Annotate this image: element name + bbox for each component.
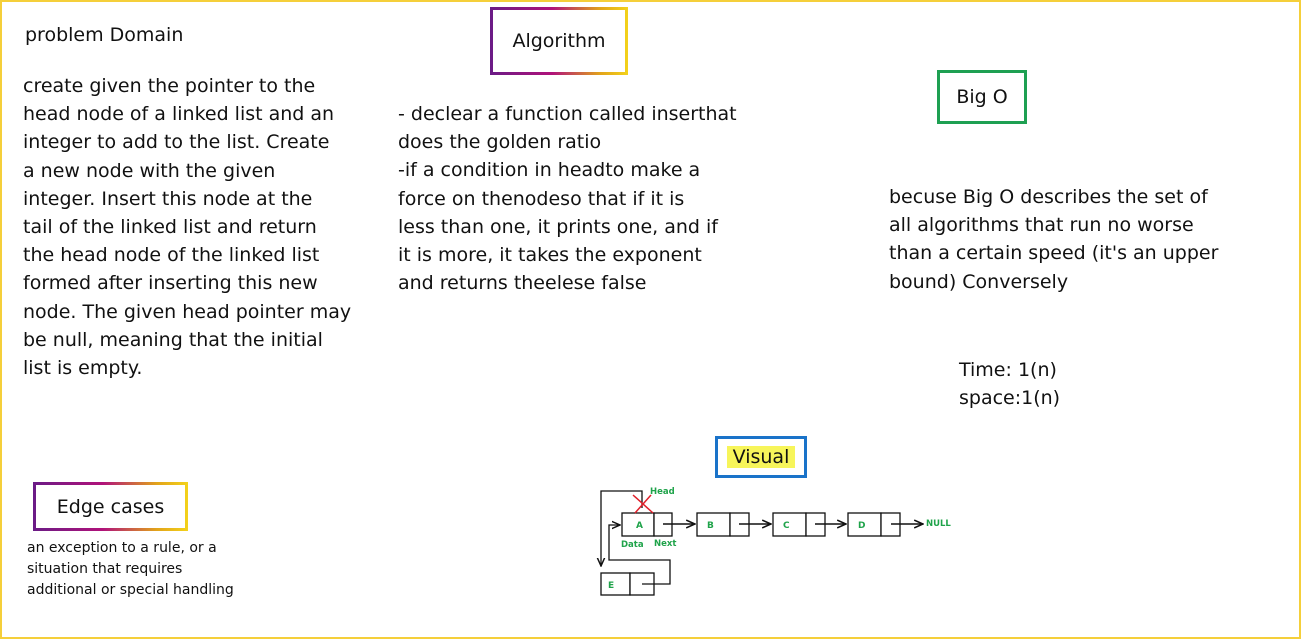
text-line: formed after inserting this new [23, 272, 318, 295]
node-label: E [608, 581, 614, 591]
problem-domain-heading: problem Domain [25, 24, 184, 46]
problem-domain-text: create given the pointer to the head nod… [23, 72, 351, 382]
algorithm-text: - declear a function called inserthat do… [398, 100, 737, 297]
big-o-title-box: Big O [937, 70, 1027, 124]
text-line: does the golden ratio [398, 131, 602, 154]
data-label: Data [621, 540, 644, 550]
time-complexity: Time: 1(n) [959, 359, 1057, 381]
text-line: be null, meaning that the initial [23, 328, 323, 351]
space-complexity: space:1(n) [959, 387, 1061, 410]
text-line: it is more, it takes the exponent [398, 244, 702, 267]
text-line: -if a condition in headto make a [398, 159, 701, 182]
big-o-title: Big O [956, 86, 1008, 108]
text-line: create given the pointer to the [23, 75, 316, 97]
text-line: bound) Conversely [889, 270, 1069, 293]
text-line: all algorithms that run no worse [889, 214, 1194, 237]
text-line: tail of the linked list and return [23, 216, 317, 239]
text-line: becuse Big O describes the set of [889, 186, 1208, 208]
visual-title: Visual [726, 446, 796, 468]
node-label: D [858, 521, 865, 531]
edge-cases-title: Edge cases [56, 495, 165, 518]
old-head-pointer [601, 490, 643, 566]
edge-cases-title-box: Edge cases [33, 482, 188, 531]
node-label: C [783, 521, 790, 531]
node-d: D [847, 512, 901, 537]
text-line: less than one, it prints one, and if [398, 215, 718, 238]
algorithm-title: Algorithm [512, 30, 606, 52]
link-e-a [608, 525, 671, 585]
visual-title-box: Visual [715, 436, 807, 478]
null-label: NULL [926, 519, 951, 529]
head-label: Head [650, 487, 675, 497]
complexity-text: Time: 1(n) space:1(n) [959, 356, 1060, 412]
big-o-text: becuse Big O describes the set of all al… [889, 183, 1218, 296]
algorithm-title-box: Algorithm [490, 7, 628, 75]
text-line: and returns theelese false [398, 272, 647, 295]
text-line: the head node of the linked list [23, 244, 320, 267]
text-line: additional or special handling [27, 582, 234, 598]
text-line: node. The given head pointer may [23, 300, 352, 323]
text-line: integer. Insert this node at the [23, 187, 313, 210]
text-line: force on thenodeso that if it is [398, 187, 685, 210]
cross-mark-icon [632, 494, 654, 514]
text-line: a new node with the given [23, 159, 276, 182]
node-label: A [636, 521, 643, 531]
text-line: - declear a function called inserthat [398, 103, 737, 125]
text-line: than a certain speed (it's an upper [889, 242, 1219, 265]
text-line: head node of a linked list and an [23, 103, 335, 126]
text-line: integer to add to the list. Create [23, 131, 330, 154]
next-label: Next [654, 539, 676, 549]
edge-cases-text: an exception to a rule, or a situation t… [27, 538, 234, 601]
text-line: list is empty. [23, 357, 143, 380]
node-label: B [707, 521, 714, 531]
text-line: situation that requires [27, 561, 183, 577]
text-line: an exception to a rule, or a [27, 540, 217, 556]
